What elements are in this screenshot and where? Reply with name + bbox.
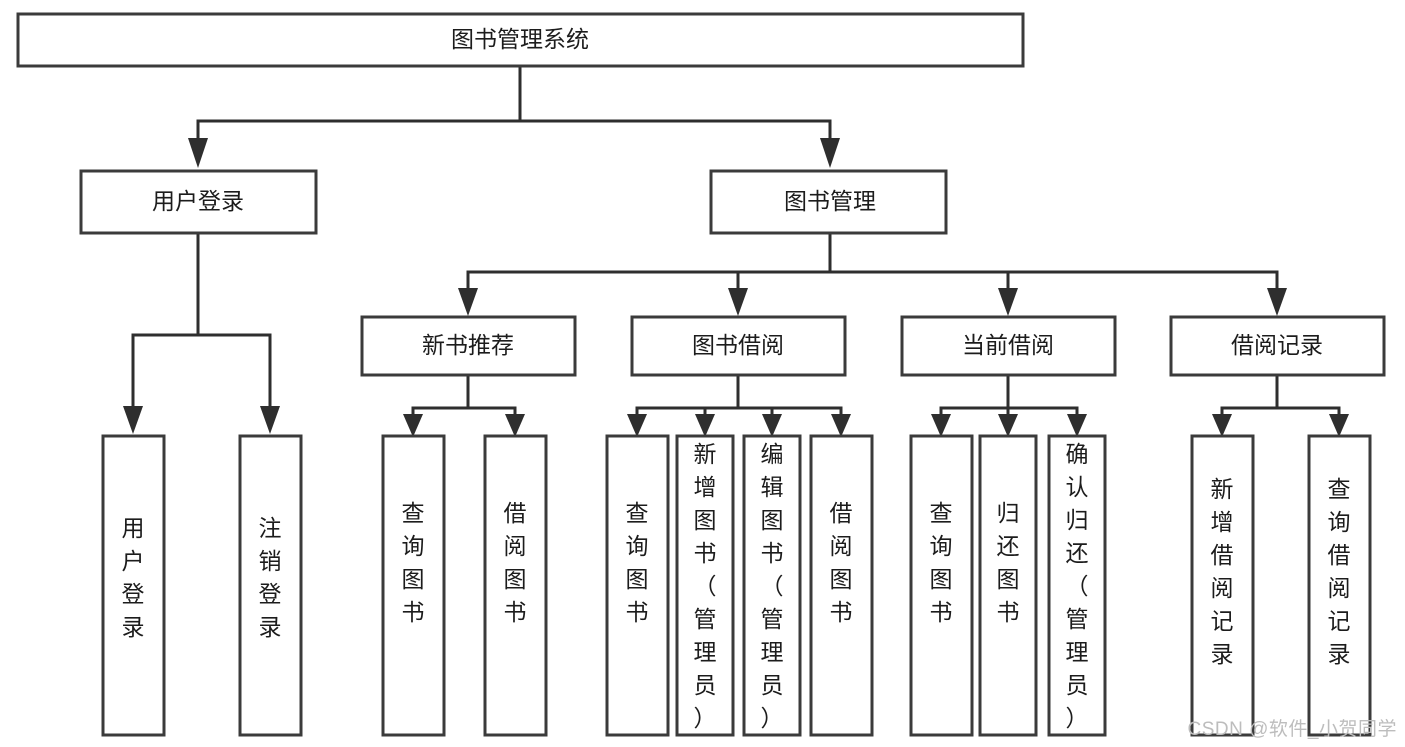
- node-user-login-box[interactable]: [79, 169, 318, 235]
- arrowhead-nbr-leaf-2: [505, 414, 525, 437]
- node-leaf-cb-return-book[interactable]: 归还图书: [978, 434, 1038, 737]
- arrowhead-leaf-user-login: [123, 406, 143, 434]
- arrowhead-bb-leaf-2: [695, 414, 715, 437]
- node-leaf-bb-borrow-book-label: 借阅图书: [830, 500, 853, 625]
- node-leaf-nbr-query-book-box[interactable]: [381, 434, 446, 737]
- node-leaf-bb-edit-book-label: 编辑图书（管理员）: [761, 441, 784, 731]
- node-leaf-logout[interactable]: 注销登录: [238, 434, 303, 737]
- arrowhead-nbr-leaf-1: [403, 414, 423, 437]
- arrowhead-br-leaf-1: [1212, 414, 1232, 437]
- connector-group-new-book-recommend: [403, 373, 525, 437]
- node-leaf-br-query-record[interactable]: 查询借阅记录: [1307, 434, 1372, 737]
- connector-group-root: [188, 64, 840, 168]
- node-leaf-bb-add-book-label: 新增图书（管理员）: [694, 441, 717, 731]
- node-leaf-nbr-query-book[interactable]: 查询图书: [381, 434, 446, 737]
- node-user-login-label: 用户登录: [152, 188, 244, 214]
- node-leaf-nbr-borrow-book-label: 借阅图书: [504, 500, 527, 625]
- arrowhead-cb-leaf-1: [931, 414, 951, 437]
- node-root-box[interactable]: [16, 12, 1025, 68]
- node-leaf-bb-edit-book[interactable]: 编辑图书（管理员）: [742, 434, 802, 737]
- arrowhead-book-mgmt: [820, 138, 840, 168]
- node-leaf-cb-query-book-box[interactable]: [909, 434, 974, 737]
- node-leaf-br-query-record-box[interactable]: [1307, 434, 1372, 737]
- node-borrow-record-label: 借阅记录: [1231, 332, 1323, 358]
- connector-group-borrow-record: [1212, 373, 1349, 437]
- node-leaf-bb-borrow-book-box[interactable]: [809, 434, 874, 737]
- connector-group-user-login: [123, 231, 280, 434]
- node-leaf-nbr-borrow-book-box[interactable]: [483, 434, 548, 737]
- node-leaf-user-login-box[interactable]: [101, 434, 166, 737]
- node-leaf-logout-box[interactable]: [238, 434, 303, 737]
- node-new-book-recommend-label: 新书推荐: [422, 332, 514, 358]
- node-leaf-cb-confirm-return[interactable]: 确认归还（管理员）: [1047, 434, 1107, 737]
- node-root-system[interactable]: 图书管理系统: [16, 12, 1025, 68]
- node-leaf-cb-query-book[interactable]: 查询图书: [909, 434, 974, 737]
- node-borrow-record-box[interactable]: [1169, 315, 1386, 377]
- node-leaf-cb-confirm-return-box[interactable]: [1047, 434, 1107, 737]
- node-borrow-record[interactable]: 借阅记录: [1169, 315, 1386, 377]
- node-leaf-user-login[interactable]: 用户登录: [101, 434, 166, 737]
- node-current-borrow-box[interactable]: [900, 315, 1117, 377]
- node-leaf-bb-query-book[interactable]: 查询图书: [605, 434, 670, 737]
- node-current-borrow[interactable]: 当前借阅: [900, 315, 1117, 377]
- node-current-borrow-label: 当前借阅: [962, 332, 1054, 358]
- node-leaf-nbr-query-book-label: 查询图书: [402, 500, 425, 625]
- node-new-book-recommend[interactable]: 新书推荐: [360, 315, 577, 377]
- arrowhead-bb-leaf-1: [627, 414, 647, 437]
- node-leaf-bb-query-book-box[interactable]: [605, 434, 670, 737]
- arrowhead-bb-leaf-3: [762, 414, 782, 437]
- node-book-management-box[interactable]: [709, 169, 948, 235]
- arrowhead-user-login: [188, 138, 208, 168]
- node-book-management-label: 图书管理: [784, 188, 876, 214]
- arrowhead-book-borrow: [728, 288, 748, 316]
- node-leaf-logout-label: 注销登录: [259, 515, 282, 640]
- connector-group-book-mgmt: [458, 231, 1287, 316]
- node-new-book-recommend-box[interactable]: [360, 315, 577, 377]
- node-book-borrow-box[interactable]: [630, 315, 847, 377]
- connector-group-current-borrow: [931, 373, 1087, 437]
- node-leaf-bb-edit-book-box[interactable]: [742, 434, 802, 737]
- node-leaf-bb-query-book-label: 查询图书: [626, 500, 649, 625]
- node-leaf-bb-add-book[interactable]: 新增图书（管理员）: [675, 434, 735, 737]
- arrowhead-current-borrow: [998, 288, 1018, 316]
- node-leaf-br-add-record-box[interactable]: [1190, 434, 1255, 737]
- node-leaf-br-add-record[interactable]: 新增借阅记录: [1190, 434, 1255, 737]
- arrowhead-leaf-logout: [260, 406, 280, 434]
- arrowhead-bb-leaf-4: [831, 414, 851, 437]
- node-leaf-br-query-record-label: 查询借阅记录: [1328, 476, 1351, 667]
- node-leaf-cb-query-book-label: 查询图书: [930, 500, 953, 625]
- connector-group-book-borrow: [627, 373, 851, 437]
- node-leaf-bb-add-book-box[interactable]: [675, 434, 735, 737]
- arrowhead-borrow-record: [1267, 288, 1287, 316]
- node-book-borrow[interactable]: 图书借阅: [630, 315, 847, 377]
- arrowhead-cb-leaf-2: [998, 414, 1018, 437]
- arrowhead-new-book-recommend: [458, 288, 478, 316]
- node-leaf-user-login-label: 用户登录: [122, 515, 145, 640]
- node-leaf-bb-borrow-book[interactable]: 借阅图书: [809, 434, 874, 737]
- node-book-management[interactable]: 图书管理: [709, 169, 948, 235]
- node-leaf-nbr-borrow-book[interactable]: 借阅图书: [483, 434, 548, 737]
- node-user-login[interactable]: 用户登录: [79, 169, 318, 235]
- node-leaf-cb-confirm-return-label: 确认归还（管理员）: [1066, 441, 1089, 731]
- node-leaf-br-add-record-label: 新增借阅记录: [1211, 476, 1234, 667]
- node-leaf-cb-return-book-label: 归还图书: [997, 500, 1020, 625]
- node-book-borrow-label: 图书借阅: [692, 332, 784, 358]
- node-leaf-cb-return-book-box[interactable]: [978, 434, 1038, 737]
- node-root-label: 图书管理系统: [451, 26, 589, 52]
- arrowhead-br-leaf-2: [1329, 414, 1349, 437]
- arrowhead-cb-leaf-3: [1067, 414, 1087, 437]
